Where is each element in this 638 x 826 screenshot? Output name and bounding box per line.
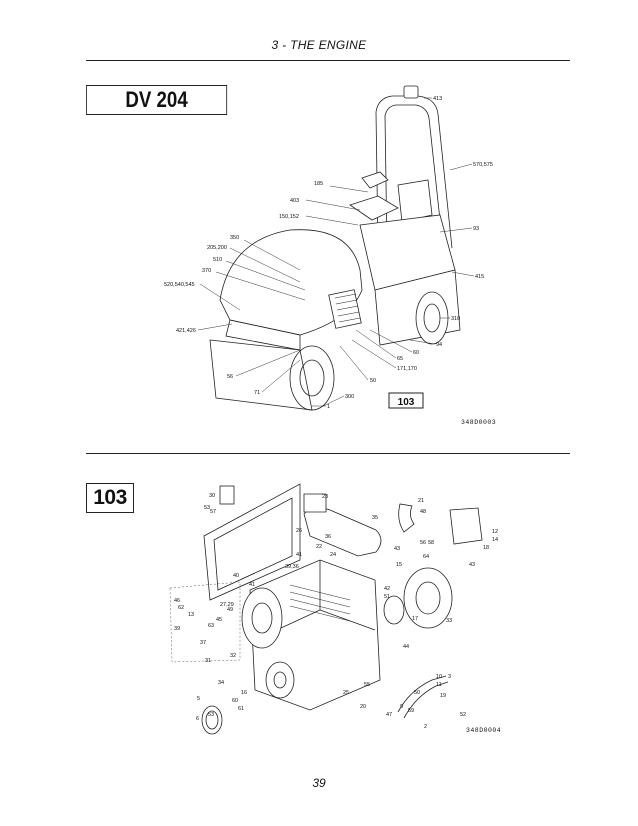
callout-label: 41 bbox=[296, 552, 302, 558]
callout-label: 93 bbox=[473, 226, 479, 232]
callout-label: 9 bbox=[400, 704, 403, 710]
callout-label: 2 bbox=[424, 724, 427, 730]
figure1-leaders bbox=[197, 97, 475, 411]
callout-label: 12 bbox=[492, 529, 498, 535]
figure1-labels: 413 570,575 185 403 150,152 93 350 205,2… bbox=[164, 96, 493, 410]
figure1-code: 348D0003 bbox=[461, 419, 496, 426]
callout-label: 6 bbox=[196, 716, 199, 722]
callout-label: 15 bbox=[396, 562, 402, 568]
section-divider bbox=[86, 453, 570, 454]
callout-label: 71 bbox=[254, 390, 260, 396]
callout-label: 415 bbox=[475, 274, 484, 280]
callout-label: 35 bbox=[372, 515, 378, 521]
header-rule bbox=[86, 60, 570, 61]
callout-label: 39 bbox=[174, 626, 180, 632]
callout-label: 59 bbox=[408, 708, 414, 714]
model-title-box: DV 204 bbox=[86, 85, 228, 115]
callout-label: 171,170 bbox=[397, 366, 417, 372]
callout-label: 32 bbox=[230, 653, 236, 659]
callout-label: 50 bbox=[370, 378, 376, 384]
callout-label: 52 bbox=[460, 712, 466, 718]
callout-box: 103 bbox=[388, 392, 424, 409]
callout-label: 421,426 bbox=[176, 328, 196, 334]
page-number: 39 bbox=[312, 776, 326, 790]
callout-label: 26 bbox=[296, 528, 302, 534]
callout-label: 94 bbox=[436, 342, 442, 348]
callout-label: 51 bbox=[384, 594, 390, 600]
section-number-box: 103 bbox=[86, 483, 134, 513]
callout-label: 49 bbox=[227, 607, 233, 613]
callout-label: 25 bbox=[343, 690, 349, 696]
callout-label: 3 bbox=[448, 674, 451, 680]
callout-label: 33 bbox=[446, 618, 452, 624]
callout-label: 63 bbox=[208, 623, 214, 629]
callout-label: 44 bbox=[403, 644, 409, 650]
callout-label: 43 bbox=[394, 546, 400, 552]
callout-label: 60 bbox=[232, 698, 238, 704]
engine-illustration bbox=[169, 483, 483, 735]
callout-label: 56 bbox=[227, 374, 233, 380]
page-header: 3 - THE ENGINE bbox=[271, 38, 367, 52]
callout-label: 30 bbox=[209, 493, 215, 499]
callout-label: 60 bbox=[413, 350, 419, 356]
callout-label: 46 bbox=[174, 598, 180, 604]
callout-label: 14 bbox=[492, 537, 498, 543]
callout-label: 16 bbox=[241, 690, 247, 696]
callout-label: 310 bbox=[451, 316, 460, 322]
callout-label: 520,540,545 bbox=[164, 282, 195, 288]
figure2-labels: 30 53 57 23 21 48 35 26 12 14 18 36 22 4… bbox=[174, 493, 498, 730]
callout-label: 10 bbox=[436, 674, 442, 680]
callout-label: 57 bbox=[210, 509, 216, 515]
callout-label: 350 bbox=[230, 235, 239, 241]
callout-label: 53 bbox=[204, 505, 210, 511]
callout-label: 185 bbox=[314, 181, 323, 187]
callout-label: 24 bbox=[330, 552, 336, 558]
callout-label: 48 bbox=[420, 509, 426, 515]
callout-label: 40 bbox=[233, 573, 239, 579]
callout-label: 55 bbox=[364, 682, 370, 688]
callout-label: 45 bbox=[216, 617, 222, 623]
callout-label: 53 bbox=[208, 712, 214, 718]
callout-label: 510 bbox=[213, 257, 222, 263]
callout-label: 37 bbox=[200, 640, 206, 646]
callout-label: 27,29 bbox=[220, 602, 234, 608]
callout-label: 64 bbox=[423, 554, 429, 560]
callout-label: 61 bbox=[238, 706, 244, 712]
callout-label: 31 bbox=[205, 658, 211, 664]
callout-label: 20 bbox=[360, 704, 366, 710]
callout-label: 570,575 bbox=[473, 162, 493, 168]
callout-label: 19 bbox=[440, 693, 446, 699]
callout-label: 413 bbox=[433, 96, 442, 102]
callout-label: 300 bbox=[345, 394, 354, 400]
callout-label: 150,152 bbox=[279, 214, 299, 220]
callout-label: 47 bbox=[386, 712, 392, 718]
callout-label: 1 bbox=[327, 404, 330, 410]
callout-label: 205,200 bbox=[207, 245, 227, 251]
callout-label: 5 bbox=[197, 696, 200, 702]
callout-label: 56 bbox=[420, 540, 426, 546]
callout-label: 18 bbox=[483, 545, 489, 551]
callout-label: 36 bbox=[325, 534, 331, 540]
callout-label: 17 bbox=[412, 616, 418, 622]
roller-illustration bbox=[209, 85, 461, 411]
callout-label: 62 bbox=[178, 605, 184, 611]
callout-label: 34 bbox=[218, 680, 224, 686]
callout-label: 13 bbox=[188, 612, 194, 618]
callout-label: 42 bbox=[384, 586, 390, 592]
callout-label: 65 bbox=[397, 356, 403, 362]
figure2-code: 348D0004 bbox=[466, 727, 501, 734]
callout-label: 21 bbox=[418, 498, 424, 504]
callout-label: 22 bbox=[316, 544, 322, 550]
callout-label: 370 bbox=[202, 268, 211, 274]
callout-label: 11 bbox=[436, 682, 442, 688]
callout-label: 43 bbox=[469, 562, 475, 568]
callout-label: 23 bbox=[322, 494, 328, 500]
callout-label: 58 bbox=[428, 540, 434, 546]
callout-label: 41 bbox=[249, 582, 255, 588]
callout-label: 403 bbox=[290, 198, 299, 204]
callout-label: 39,36 bbox=[285, 564, 299, 570]
callout-box-label: 103 bbox=[398, 397, 415, 408]
callout-label: 50 bbox=[414, 690, 420, 696]
